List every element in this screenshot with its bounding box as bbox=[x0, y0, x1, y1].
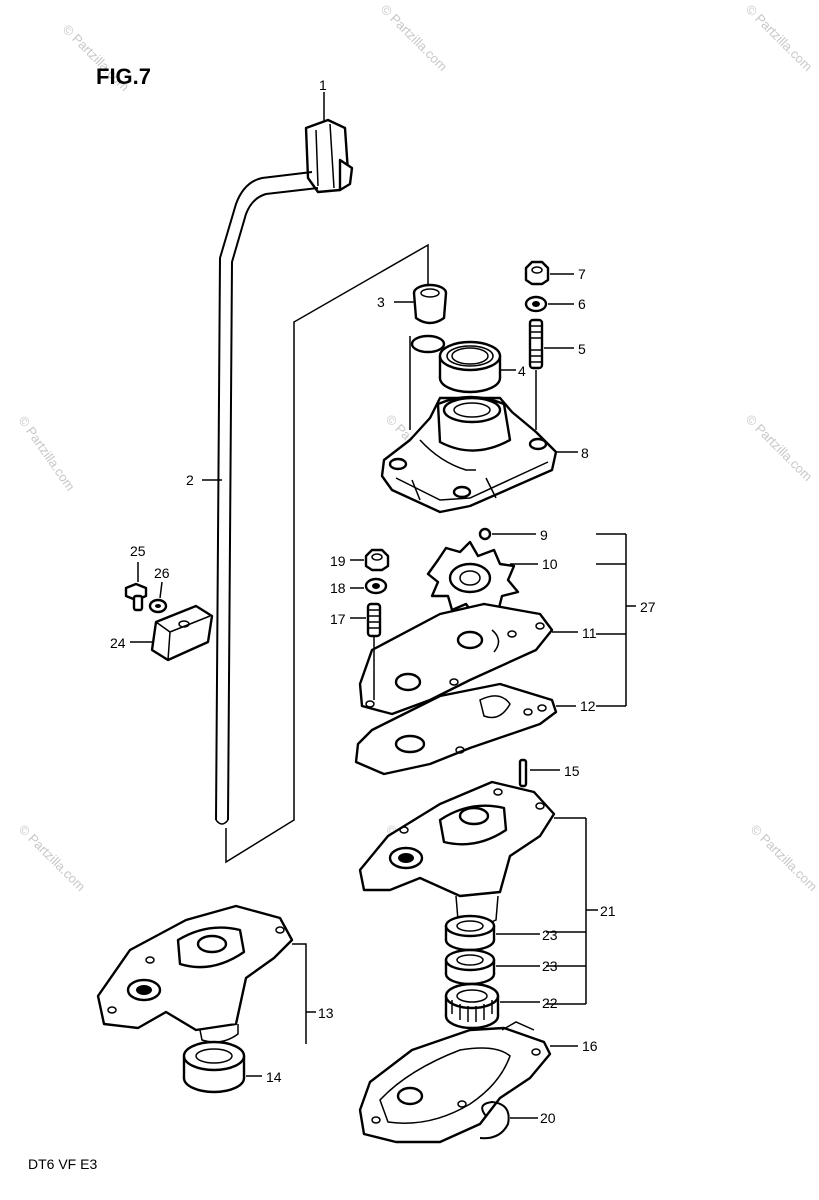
part-20-circlip bbox=[479, 1100, 510, 1140]
watermark: © Partzilla.com bbox=[378, 2, 451, 75]
part-2-water-tube bbox=[215, 171, 319, 825]
watermark: © Partzilla.com bbox=[743, 412, 816, 485]
callout-8: 8 bbox=[581, 445, 589, 461]
callout-2: 2 bbox=[186, 472, 194, 488]
part-21-pump-case-lower bbox=[358, 780, 556, 926]
callout-27: 27 bbox=[640, 599, 656, 615]
diagram-code: DT6 VF E3 bbox=[28, 1156, 97, 1172]
part-26-washer bbox=[148, 598, 168, 614]
callout-26: 26 bbox=[154, 565, 170, 581]
callout-22: 22 bbox=[542, 995, 558, 1011]
callout-3: 3 bbox=[377, 294, 385, 310]
part-24-anode bbox=[150, 604, 214, 662]
part-23-oil-seal-lower bbox=[444, 948, 496, 986]
callout-16: 16 bbox=[582, 1038, 598, 1054]
part-10-impeller bbox=[426, 540, 520, 620]
callout-17: 17 bbox=[330, 611, 346, 627]
part-4-oil-seal bbox=[438, 340, 502, 394]
part-13-pump-case-lower bbox=[96, 904, 294, 1043]
part-19-nut bbox=[364, 548, 390, 572]
callout-12: 12 bbox=[580, 698, 596, 714]
part-7-nut bbox=[524, 260, 550, 286]
callout-18: 18 bbox=[330, 580, 346, 596]
callout-23b: 23 bbox=[542, 958, 558, 974]
part-22-needle-bearing bbox=[444, 982, 500, 1030]
bracket-21 bbox=[546, 818, 587, 1005]
callout-14: 14 bbox=[266, 1069, 282, 1085]
callout-11: 11 bbox=[582, 625, 597, 641]
part-17-stud-bolt bbox=[366, 602, 382, 638]
callout-15: 15 bbox=[564, 763, 580, 779]
callout-5: 5 bbox=[578, 341, 586, 357]
callout-10: 10 bbox=[542, 556, 558, 572]
watermark: © Partzilla.com bbox=[16, 822, 89, 895]
bracket-27 bbox=[596, 533, 627, 707]
callout-4: 4 bbox=[518, 363, 526, 379]
figure-title: FIG.7 bbox=[96, 64, 151, 89]
callout-9: 9 bbox=[540, 527, 548, 543]
callout-25: 25 bbox=[130, 543, 146, 559]
callout-23a: 23 bbox=[542, 927, 558, 943]
watermark: © Partzilla.com bbox=[748, 822, 819, 895]
part-9-key bbox=[478, 527, 492, 541]
watermark: © Partzilla.com bbox=[743, 2, 816, 75]
part-23-oil-seal-upper bbox=[444, 914, 496, 952]
bracket-13 bbox=[292, 943, 307, 1044]
callout-1: 1 bbox=[319, 77, 327, 93]
part-18-washer bbox=[364, 577, 388, 595]
part-12-gasket bbox=[354, 682, 558, 776]
part-5-stud-bolt bbox=[528, 318, 544, 370]
part-6-washer bbox=[524, 295, 548, 313]
guide-line bbox=[225, 243, 429, 864]
part-14-oil-seal bbox=[182, 1040, 246, 1094]
callout-6: 6 bbox=[578, 296, 586, 312]
part-8-pump-case bbox=[380, 395, 558, 514]
part-16-gasket bbox=[358, 1021, 552, 1144]
part-1-tube-grommet bbox=[304, 118, 354, 194]
callout-13: 13 bbox=[318, 1005, 334, 1021]
part-11-pump-liner bbox=[358, 602, 554, 716]
callout-20: 20 bbox=[540, 1110, 556, 1126]
callout-7: 7 bbox=[578, 266, 586, 282]
callout-19: 19 bbox=[330, 553, 346, 569]
part-3-grommet bbox=[410, 283, 448, 354]
callout-21: 21 bbox=[600, 903, 616, 919]
callout-24: 24 bbox=[110, 635, 126, 651]
part-25-bolt bbox=[124, 582, 148, 612]
part-15-dowel-pin bbox=[518, 758, 528, 788]
watermark: © Partzilla.com bbox=[16, 413, 79, 493]
